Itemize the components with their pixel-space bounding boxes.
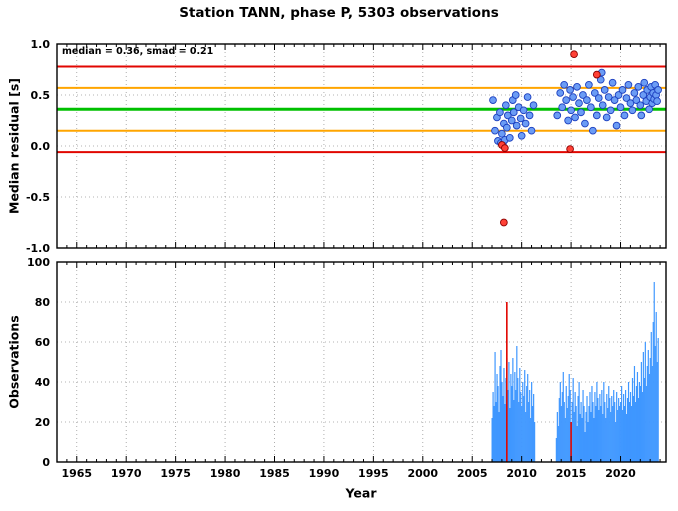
x-axis-label: Year bbox=[345, 485, 377, 501]
svg-text:2000: 2000 bbox=[407, 467, 438, 480]
svg-text:0.0: 0.0 bbox=[31, 140, 51, 153]
svg-text:1995: 1995 bbox=[358, 467, 389, 480]
y-axis-label-top: Median residual [s] bbox=[6, 78, 22, 214]
chart-title: Station TANN, phase P, 5303 observations bbox=[179, 5, 499, 21]
svg-text:2020: 2020 bbox=[605, 467, 636, 480]
svg-text:20: 20 bbox=[35, 416, 51, 429]
svg-text:100: 100 bbox=[27, 256, 50, 269]
svg-text:0.5: 0.5 bbox=[31, 89, 51, 102]
svg-text:80: 80 bbox=[35, 296, 51, 309]
svg-text:1965: 1965 bbox=[61, 467, 92, 480]
svg-text:-1.0: -1.0 bbox=[26, 242, 50, 255]
svg-text:1990: 1990 bbox=[309, 467, 340, 480]
svg-text:2005: 2005 bbox=[457, 467, 488, 480]
y-axis-label-bottom: Observations bbox=[6, 315, 22, 409]
svg-text:1980: 1980 bbox=[210, 467, 241, 480]
svg-text:1.0: 1.0 bbox=[31, 38, 51, 51]
svg-text:2015: 2015 bbox=[556, 467, 587, 480]
svg-text:0: 0 bbox=[42, 456, 50, 469]
svg-text:1975: 1975 bbox=[160, 467, 191, 480]
stats-annotation: median = 0.36, smad = 0.21 bbox=[62, 46, 214, 57]
svg-text:1985: 1985 bbox=[259, 467, 290, 480]
svg-text:1970: 1970 bbox=[111, 467, 142, 480]
svg-text:2010: 2010 bbox=[506, 467, 537, 480]
svg-text:60: 60 bbox=[35, 336, 51, 349]
svg-text:40: 40 bbox=[35, 376, 51, 389]
svg-text:-0.5: -0.5 bbox=[26, 191, 50, 204]
